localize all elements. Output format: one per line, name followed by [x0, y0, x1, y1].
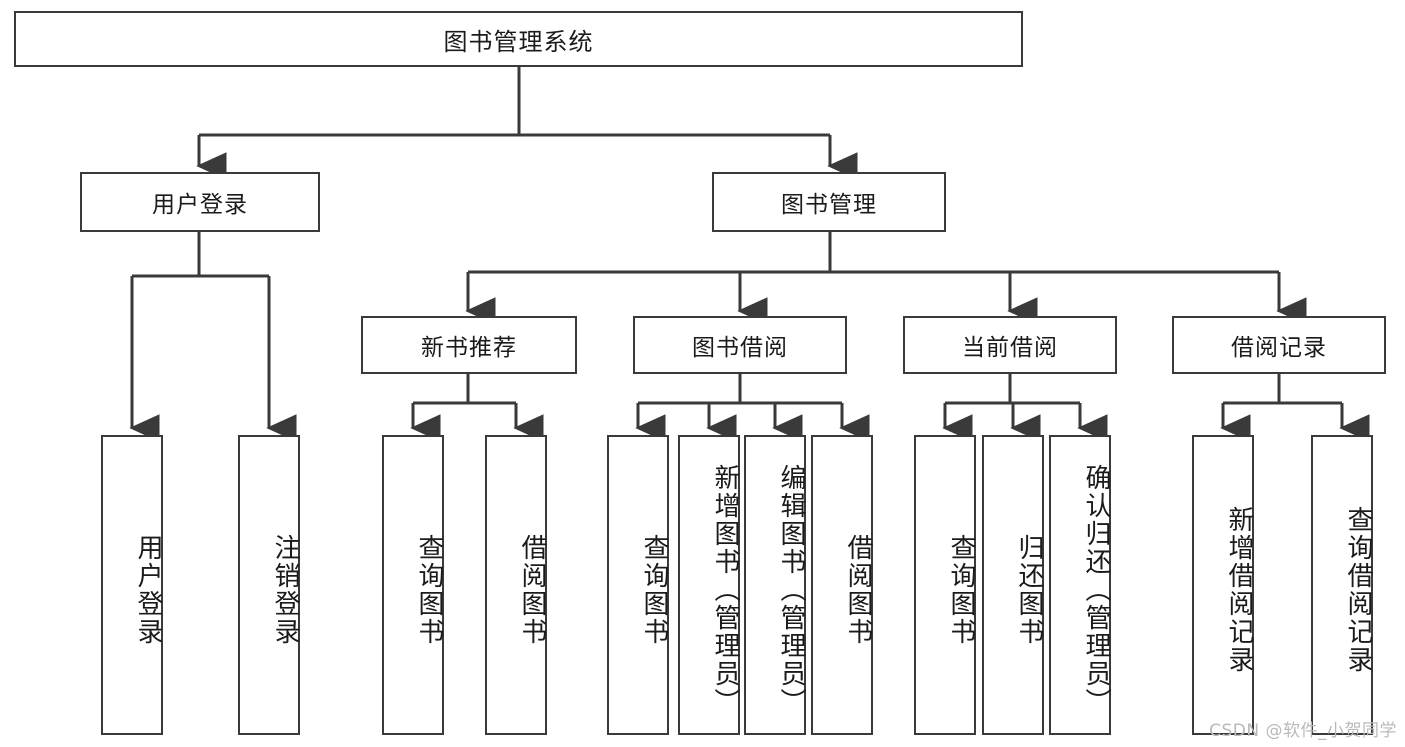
node-current-borrow[interactable]: 当前借阅	[903, 316, 1117, 374]
node-new-book-recommend[interactable]: 新书推荐	[361, 316, 577, 374]
node-borrow-record[interactable]: 借阅记录	[1172, 316, 1386, 374]
node-book-management[interactable]: 图书管理	[712, 172, 946, 232]
node-leaf-add-book[interactable]: 新增图书（管理员）	[678, 435, 740, 735]
node-leaf-logout-login[interactable]: 注销登录	[238, 435, 300, 735]
node-book-borrow[interactable]: 图书借阅	[633, 316, 847, 374]
csdn-watermark: CSDN @软件_小贺同学	[1209, 721, 1397, 741]
node-leaf-query-record[interactable]: 查询借阅记录	[1311, 435, 1373, 735]
node-leaf-edit-book[interactable]: 编辑图书（管理员）	[744, 435, 806, 735]
node-leaf-query-book-2[interactable]: 查询图书	[607, 435, 669, 735]
node-leaf-return-book[interactable]: 归还图书	[982, 435, 1044, 735]
node-leaf-add-record[interactable]: 新增借阅记录	[1192, 435, 1254, 735]
node-leaf-query-book-3[interactable]: 查询图书	[914, 435, 976, 735]
node-leaf-query-book-1[interactable]: 查询图书	[382, 435, 444, 735]
node-user-login[interactable]: 用户登录	[80, 172, 320, 232]
node-leaf-borrow-book-1[interactable]: 借阅图书	[485, 435, 547, 735]
node-leaf-confirm-return[interactable]: 确认归还（管理员）	[1049, 435, 1111, 735]
node-root-system[interactable]: 图书管理系统	[14, 11, 1023, 67]
node-leaf-borrow-book-2[interactable]: 借阅图书	[811, 435, 873, 735]
node-leaf-user-login[interactable]: 用户登录	[101, 435, 163, 735]
